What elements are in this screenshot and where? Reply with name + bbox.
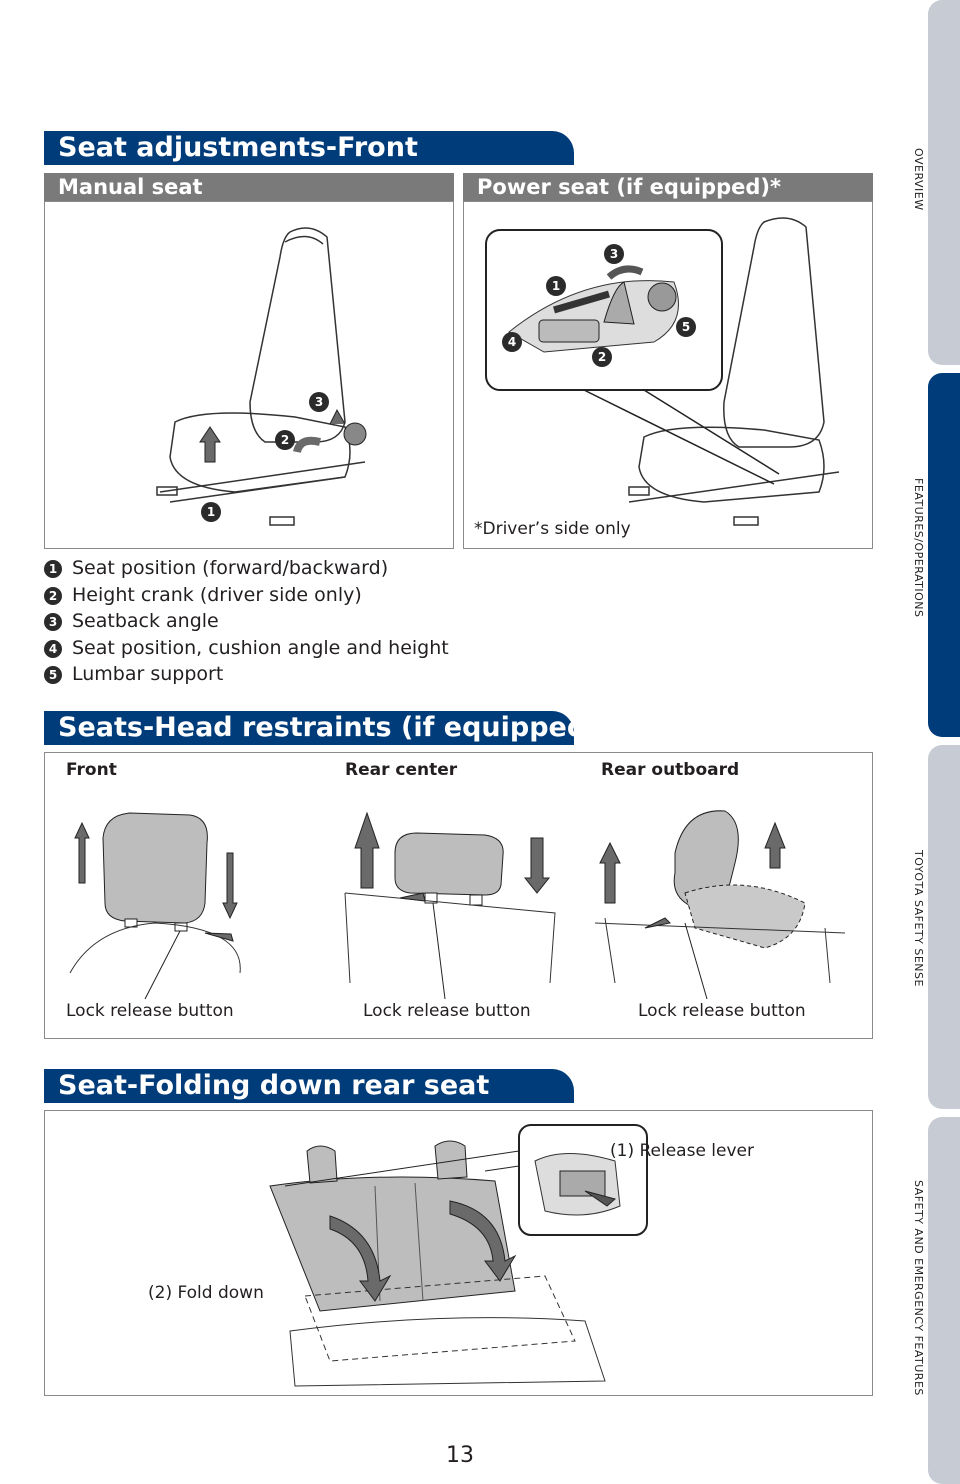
manual-seat-label: Manual seat — [44, 173, 454, 201]
legend-text: Seat position (forward/backward) — [72, 557, 389, 579]
head-restraints-illustration — [69, 810, 846, 1000]
manual-seat-panel: 1 2 3 — [44, 201, 454, 549]
fold-panel — [44, 1110, 873, 1396]
power-seat-label: Power seat (if equipped)* — [463, 173, 873, 201]
fold-down-label: (2) Fold down — [148, 1283, 264, 1303]
head-rear-center-label: Rear center — [345, 760, 458, 780]
legend-text: Height crank (driver side only) — [72, 584, 362, 606]
head-rear-outboard-label: Rear outboard — [601, 760, 740, 780]
legend-number: 3 — [44, 612, 62, 631]
legend-number: 4 — [44, 639, 62, 658]
release-lever-label: (1) Release lever — [610, 1141, 755, 1161]
legend-text: Seat position, cushion angle and height — [72, 637, 449, 659]
tab-safety-emergency-bg[interactable] — [928, 1117, 960, 1484]
lock-release-rear-outboard: Lock release button — [638, 1001, 806, 1021]
legend-item: 4 Seat position, cushion angle and height — [44, 636, 449, 660]
tab-features-bg[interactable] — [928, 373, 960, 737]
svg-text:3: 3 — [610, 247, 618, 261]
legend-text: Seatback angle — [72, 610, 219, 632]
power-seat-illustration: 1 2 3 4 5 — [485, 217, 840, 526]
head-restraints-panel — [44, 752, 873, 1039]
head-front-label: Front — [66, 760, 117, 780]
tab-overview-bg[interactable] — [928, 0, 960, 365]
manual-seat-illustration: 1 2 3 — [156, 227, 367, 526]
svg-text:1: 1 — [207, 505, 215, 519]
svg-text:1: 1 — [552, 279, 560, 293]
lock-release-rear-center: Lock release button — [363, 1001, 531, 1021]
svg-text:2: 2 — [598, 350, 606, 364]
tab-features-label[interactable]: FEATURES/OPERATIONS — [912, 478, 925, 618]
legend-item: 1 Seat position (forward/backward) — [44, 556, 388, 580]
legend-text: Lumbar support — [72, 663, 224, 685]
tab-safety-sense-bg[interactable] — [928, 745, 960, 1109]
legend-number: 1 — [44, 559, 62, 578]
tab-overview-label[interactable]: OVERVIEW — [912, 148, 925, 211]
legend-number: 2 — [44, 586, 62, 605]
svg-text:4: 4 — [508, 335, 516, 349]
section-title-front: Seat adjustments-Front — [44, 131, 574, 165]
svg-text:3: 3 — [315, 395, 323, 409]
legend-item: 5 Lumbar support — [44, 662, 223, 686]
legend-item: 3 Seatback angle — [44, 609, 219, 633]
legend-item: 2 Height crank (driver side only) — [44, 583, 362, 607]
legend-number: 5 — [44, 665, 62, 684]
tab-safety-sense-label[interactable]: TOYOTA SAFETY SENSE — [912, 850, 925, 987]
svg-text:5: 5 — [682, 320, 690, 334]
svg-text:2: 2 — [281, 433, 289, 447]
lock-release-front: Lock release button — [66, 1001, 234, 1021]
fold-illustration — [269, 1124, 648, 1387]
page-number: 13 — [446, 1443, 474, 1468]
tab-safety-emergency-label[interactable]: SAFETY AND EMERGENCY FEATURES — [912, 1180, 925, 1396]
power-seat-panel: 1 2 3 4 5 — [463, 201, 873, 549]
section-title-fold: Seat-Folding down rear seat — [44, 1069, 574, 1103]
driver-note: *Driver’s side only — [474, 519, 631, 539]
section-title-head-restraints: Seats-Head restraints (if equipped) — [44, 711, 599, 745]
